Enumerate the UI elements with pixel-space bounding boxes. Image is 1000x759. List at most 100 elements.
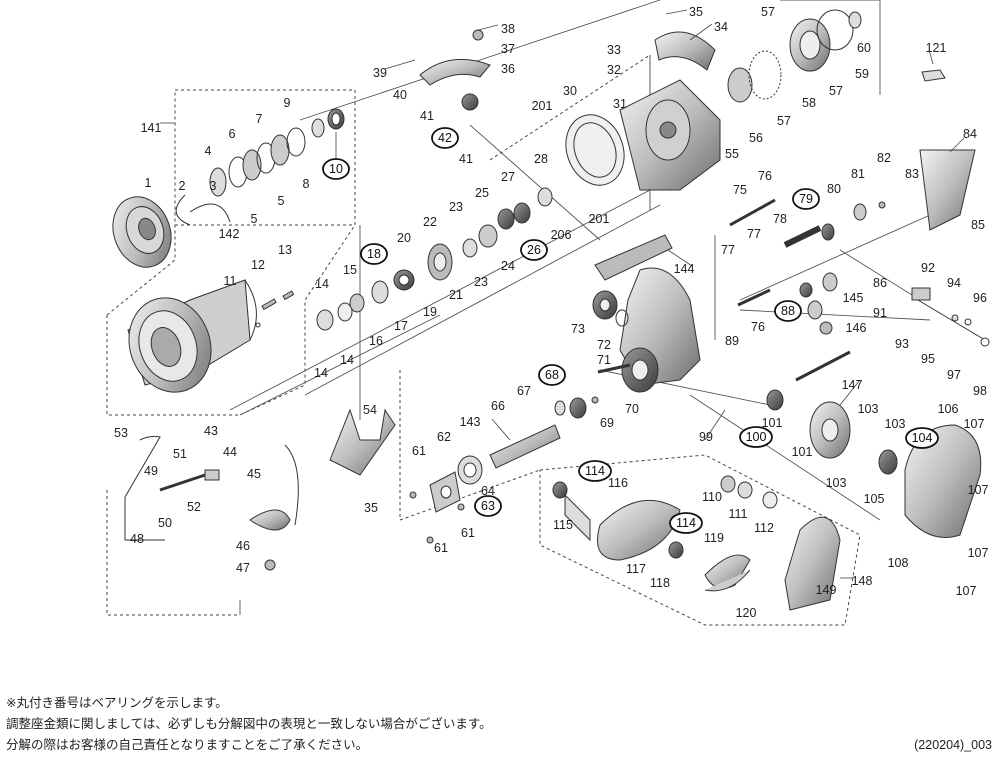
bearing-label-88: 88 xyxy=(774,300,802,322)
part-label-108: 108 xyxy=(888,556,909,570)
part-label-95: 95 xyxy=(921,352,935,366)
part-label-149: 149 xyxy=(816,583,837,597)
part-label-103: 103 xyxy=(885,417,906,431)
part-label-57: 57 xyxy=(777,114,791,128)
part-label-3: 3 xyxy=(210,179,217,193)
part-label-148: 148 xyxy=(852,574,873,588)
part-label-50: 50 xyxy=(158,516,172,530)
bearing-circle xyxy=(322,158,350,180)
bearing-label-100: 100 xyxy=(739,426,773,448)
bearing-label-114: 114 xyxy=(669,512,703,534)
part-label-89: 89 xyxy=(725,334,739,348)
bearing-label-18: 18 xyxy=(360,243,388,265)
part-label-70: 70 xyxy=(625,402,639,416)
part-label-58: 58 xyxy=(802,96,816,110)
part-label-94: 94 xyxy=(947,276,961,290)
part-label-107: 107 xyxy=(964,417,985,431)
part-label-56: 56 xyxy=(749,131,763,145)
part-label-62: 62 xyxy=(437,430,451,444)
part-label-107: 107 xyxy=(956,584,977,598)
part-label-16: 16 xyxy=(369,334,383,348)
part-label-85: 85 xyxy=(971,218,985,232)
exploded-parts-diagram: 1234556789111213141414151617192021222323… xyxy=(106,0,990,626)
part-label-73: 73 xyxy=(571,322,585,336)
part-label-93: 93 xyxy=(895,337,909,351)
part-label-33: 33 xyxy=(607,43,621,57)
part-label-9: 9 xyxy=(284,96,291,110)
part-label-146: 146 xyxy=(846,321,867,335)
part-label-6: 6 xyxy=(229,127,236,141)
part-label-76: 76 xyxy=(751,320,765,334)
part-label-47: 47 xyxy=(236,561,250,575)
spool-part xyxy=(127,279,257,393)
part-label-61: 61 xyxy=(461,526,475,540)
part-label-46: 46 xyxy=(236,539,250,553)
part-label-69: 69 xyxy=(600,416,614,430)
bearing-number: 10 xyxy=(329,162,343,176)
bearing-label-42: 42 xyxy=(431,127,459,149)
part-label-112: 112 xyxy=(754,521,774,535)
part-label-51: 51 xyxy=(173,447,187,461)
part-label-118: 118 xyxy=(650,576,670,590)
drive-gear-parts xyxy=(727,9,862,103)
part-label-12: 12 xyxy=(251,258,265,272)
bearing-circle xyxy=(520,239,548,261)
part-label-121: 121 xyxy=(926,41,947,55)
handle-parts xyxy=(552,475,841,611)
part-label-103: 103 xyxy=(826,476,847,490)
part-label-91: 91 xyxy=(873,306,887,320)
bearing-label-63: 63 xyxy=(474,495,502,517)
part-label-115: 115 xyxy=(553,518,573,532)
part-label-116: 116 xyxy=(608,476,628,490)
part-label-142: 142 xyxy=(219,227,240,241)
part-label-75: 75 xyxy=(733,183,747,197)
part-label-77: 77 xyxy=(721,243,735,257)
bearing-label-114: 114 xyxy=(578,460,612,482)
label-leaders xyxy=(160,9,965,579)
part-label-20: 20 xyxy=(397,231,411,245)
part-label-60: 60 xyxy=(857,41,871,55)
line-roller-part xyxy=(419,58,491,86)
bearing-label-26: 26 xyxy=(520,239,548,261)
part-label-86: 86 xyxy=(873,276,887,290)
part-label-17: 17 xyxy=(394,319,408,333)
part-label-39: 39 xyxy=(373,66,387,80)
part-label-99: 99 xyxy=(699,430,713,444)
part-label-141: 141 xyxy=(141,121,162,135)
part-label-77: 77 xyxy=(747,227,761,241)
part-label-32: 32 xyxy=(607,63,621,77)
roller-knob xyxy=(472,29,484,41)
part-label-144: 144 xyxy=(674,262,695,276)
bearing-circle xyxy=(578,460,612,482)
part-label-27: 27 xyxy=(501,170,515,184)
part-label-4: 4 xyxy=(205,144,212,158)
part-label-45: 45 xyxy=(247,467,261,481)
right-shaft-parts xyxy=(911,287,990,347)
part-label-80: 80 xyxy=(827,182,841,196)
part-label-201: 201 xyxy=(532,99,553,113)
part-label-11: 11 xyxy=(224,274,237,288)
part-label-81: 81 xyxy=(851,167,865,181)
part-label-92: 92 xyxy=(921,261,935,275)
part-label-78: 78 xyxy=(773,212,787,226)
part-label-107: 107 xyxy=(968,546,989,560)
pinion-support-parts xyxy=(409,471,465,544)
pinion-assembly-outline xyxy=(399,370,541,521)
part-label-72: 72 xyxy=(597,338,611,352)
bearing-circle xyxy=(792,188,820,210)
part-label-44: 44 xyxy=(223,445,237,459)
part-label-5: 5 xyxy=(251,212,258,226)
part-label-19: 19 xyxy=(423,305,437,319)
part-label-106: 106 xyxy=(938,402,959,416)
clip-part xyxy=(175,194,231,226)
bearing-circle xyxy=(774,300,802,322)
bail-assembly-outline xyxy=(106,490,240,616)
part-label-40: 40 xyxy=(393,88,407,102)
part-label-49: 49 xyxy=(144,464,158,478)
part-label-96: 96 xyxy=(973,291,987,305)
part-label-41: 41 xyxy=(459,152,473,166)
small-clip-part xyxy=(921,69,946,82)
part-label-15: 15 xyxy=(343,263,357,277)
bearing-number: 18 xyxy=(367,247,381,261)
part-label-110: 110 xyxy=(702,490,722,504)
